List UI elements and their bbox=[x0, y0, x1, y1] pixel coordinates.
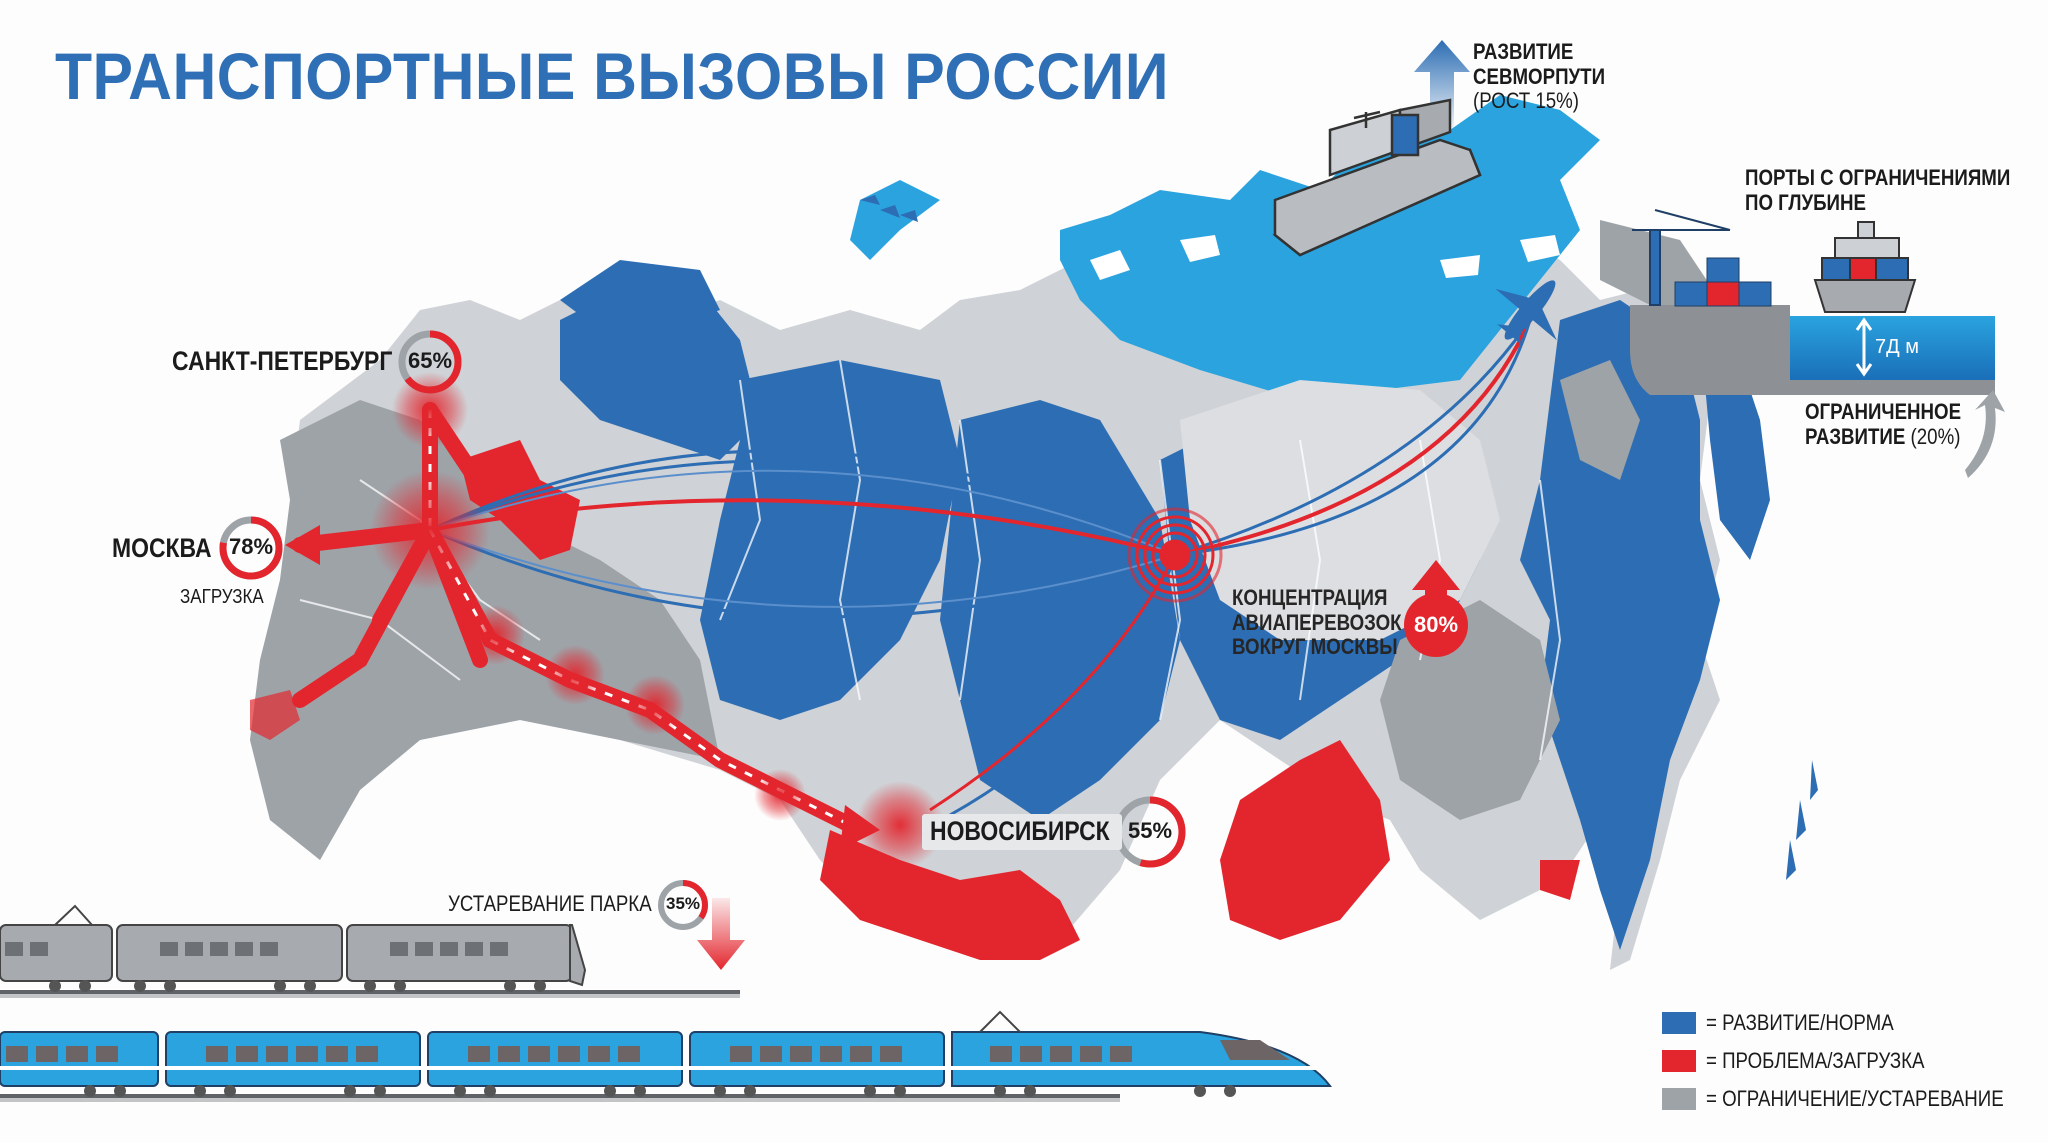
sakhalin-island bbox=[1615, 620, 1650, 800]
region-red-buryatia bbox=[1220, 740, 1390, 940]
air-line1: КОНЦЕНТРАЦИЯ bbox=[1232, 585, 1388, 610]
cargo-ship-icon bbox=[1813, 221, 1917, 313]
moscow-label: МОСКВА bbox=[112, 533, 212, 563]
icebreaker-ship-icon bbox=[1272, 98, 1482, 257]
moscow-hub-glow bbox=[370, 470, 490, 590]
air-hub-target-icon bbox=[1127, 507, 1223, 603]
region-gray-kamchatka-south bbox=[1560, 360, 1640, 480]
legend-label: = ОГРАНИЧЕНИЕ/УСТАРЕВАНИЕ bbox=[1706, 1086, 2004, 1111]
air-line2: АВИАПЕРЕВОЗОК bbox=[1232, 609, 1402, 635]
container-blue bbox=[1738, 281, 1772, 307]
sevmorput-line2: СЕВМОРПУТИ bbox=[1473, 63, 1606, 89]
spb-percent: 65% bbox=[407, 348, 453, 373]
ice-floes bbox=[1090, 235, 1560, 280]
legend-label: = РАЗВИТИЕ/НОРМА bbox=[1706, 1010, 1894, 1035]
moscow-percent: 78% bbox=[228, 534, 274, 559]
moscow-sublabel: ЗАГРУЗКА bbox=[180, 586, 264, 608]
ports-callout: ПОРТЫ С ОГРАНИЧЕНИЯМИ ПО ГЛУБИНЕ bbox=[1745, 165, 2011, 215]
ports-dev-line2-light: (20%) bbox=[1910, 423, 1961, 449]
legend-item-limitation: = ОГРАНИЧЕНИЕ/УСТАРЕВАНИЕ bbox=[1662, 1086, 2048, 1112]
region-red-primorye-edge bbox=[1540, 860, 1580, 900]
novosibirsk-percent: 55% bbox=[1127, 818, 1173, 843]
route-glow bbox=[754, 769, 806, 821]
novosibirsk-label: НОВОСИБИРСК bbox=[930, 816, 1110, 846]
air-routes bbox=[429, 319, 1532, 817]
modern-train-icon bbox=[0, 1010, 1332, 1097]
franz-josef-islands bbox=[860, 195, 918, 222]
ports-line2: ПО ГЛУБИНЕ bbox=[1745, 189, 1866, 215]
legend-swatch-red bbox=[1662, 1050, 1696, 1072]
ports-dev-line2-bold: РАЗВИТИЕ bbox=[1805, 423, 1906, 449]
sevmorput-line1: РАЗВИТИЕ bbox=[1473, 39, 1574, 64]
ports-line1: ПОРТЫ С ОГРАНИЧЕНИЯМИ bbox=[1745, 165, 2011, 190]
container-blue bbox=[1706, 257, 1740, 283]
sevmorput-arrow-icon bbox=[1414, 40, 1470, 130]
region-red-caucasus bbox=[250, 690, 300, 740]
port-illustration bbox=[1630, 209, 2005, 478]
container-red bbox=[1706, 281, 1740, 307]
region-blue-urals bbox=[940, 400, 1180, 820]
fleet-down-arrow-icon bbox=[697, 898, 745, 970]
old-train-icon bbox=[0, 904, 587, 992]
route-glow bbox=[545, 645, 605, 705]
fleet-aging-percent: 35% bbox=[665, 894, 701, 913]
legend-label: = ПРОБЛЕМА/ЗАГРУЗКА bbox=[1706, 1048, 1925, 1073]
legend-item-development: = РАЗВИТИЕ/НОРМА bbox=[1662, 1010, 2048, 1036]
port-crane-icon bbox=[1632, 209, 1731, 306]
ports-dev-line1: ОГРАНИЧЕННОЕ bbox=[1805, 399, 1962, 424]
ports-development-callout: ОГРАНИЧЕННОЕ РАЗВИТИЕ (20%) bbox=[1805, 399, 1962, 449]
sevmorput-callout: РАЗВИТИЕ СЕВМОРПУТИ (РОСТ 15%) bbox=[1473, 39, 1606, 114]
region-red-northwest bbox=[460, 440, 580, 560]
air-concentration-callout: КОНЦЕНТРАЦИЯ АВИАПЕРЕВОЗОК ВОКРУГ МОСКВЫ bbox=[1232, 585, 1402, 660]
donut-rings bbox=[219, 330, 1186, 930]
route-glow bbox=[625, 675, 685, 735]
legend-item-problem: = ПРОБЛЕМА/ЗАГРУЗКА bbox=[1662, 1048, 2048, 1074]
map-legend: = РАЗВИТИЕ/НОРМА = ПРОБЛЕМА/ЗАГРУЗКА = О… bbox=[1662, 1010, 2048, 1124]
port-depth-label: 7Д м bbox=[1875, 336, 1919, 358]
air-growth-arrow-icon bbox=[1404, 560, 1468, 657]
container-blue bbox=[1674, 281, 1708, 307]
depth-arrow-icon bbox=[1855, 317, 1873, 377]
air-percent: 80% bbox=[1413, 612, 1459, 637]
spb-label: САНКТ-ПЕТЕРБУРГ bbox=[172, 346, 393, 376]
fleet-aging-label: УСТАРЕВАНИЕ ПАРКА bbox=[448, 891, 652, 916]
region-blue-kola bbox=[560, 260, 720, 330]
kuril-islands bbox=[1786, 760, 1818, 880]
novosibirsk-label-bg bbox=[922, 814, 1122, 850]
spb-hub-glow bbox=[392, 372, 468, 448]
limited-growth-arrow-icon bbox=[1965, 390, 2005, 478]
novaya-zemlya bbox=[850, 180, 940, 260]
page-title: ТРАНСПОРТНЫЕ ВЫЗОВЫ РОССИИ bbox=[55, 39, 1169, 113]
legend-swatch-gray bbox=[1662, 1088, 1696, 1110]
route-glow bbox=[465, 605, 525, 665]
air-line3: ВОКРУГ МОСКВЫ bbox=[1232, 634, 1398, 660]
moscow-west-arrow-icon bbox=[285, 525, 320, 565]
legend-swatch-blue bbox=[1662, 1012, 1696, 1034]
sevmorput-line3: (РОСТ 15%) bbox=[1473, 88, 1579, 114]
